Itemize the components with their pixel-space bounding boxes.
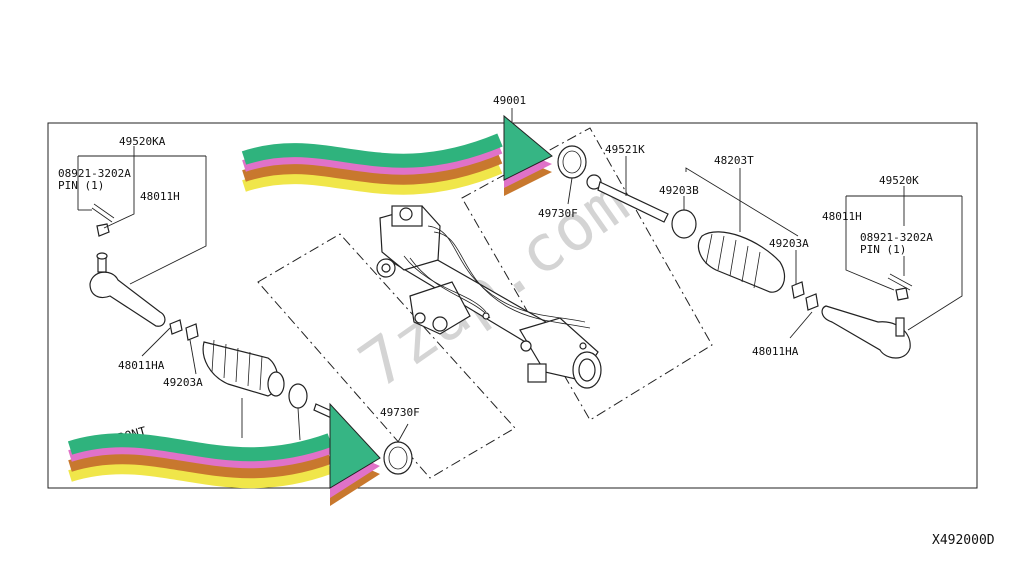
label-nut-upper-lh: 48011H (140, 190, 180, 203)
label-nut-upper-rh: 48011H (822, 210, 862, 223)
diagram-code: X492000D (932, 533, 995, 548)
label-tie-rod-end-rh: 49520K (879, 174, 919, 187)
band-left (185, 323, 199, 341)
label-inner-socket: 49521K (605, 143, 645, 156)
label-band-rh: 49203A (769, 237, 809, 250)
cotter-pin-right (887, 273, 913, 301)
label-cotter-pin-lh-part: 08921-3202A (58, 167, 131, 180)
nut-lower-left (169, 319, 183, 335)
label-tie-rod-end-lh: 49520KA (119, 135, 166, 148)
phantom-box-lower (257, 233, 516, 479)
tie-rod-end-left (89, 252, 166, 327)
label-band-lh: 49203A (163, 376, 203, 389)
steering-gear-assembly (376, 205, 602, 389)
label-cotter-pin-rh-qty: PIN (1) (860, 243, 906, 256)
label-boot-band-upper: 49730F (538, 207, 578, 220)
label-boot-band-lower: 49730F (380, 406, 420, 419)
band-left-ring (288, 383, 308, 409)
inner-socket (586, 174, 669, 223)
label-band-upper: 49203B (659, 184, 699, 197)
label-cotter-pin-lh-qty: PIN (1) (58, 179, 104, 192)
label-boot: 48203T (714, 154, 754, 167)
cotter-pin-left (91, 203, 115, 237)
striped-arrow-upper (241, 114, 553, 196)
boot-left (202, 339, 285, 397)
striped-arrow-lower (67, 402, 381, 506)
tie-rod-end-right (821, 305, 911, 359)
band-upper-ring (671, 209, 697, 239)
label-assembly: 49001 (493, 94, 526, 107)
boot-right (697, 231, 785, 293)
label-nut-lower-rh: 48011HA (752, 345, 799, 358)
label-cotter-pin-rh-part: 08921-3202A (860, 231, 933, 244)
band-right (791, 281, 805, 299)
label-nut-lower-lh: 48011HA (118, 359, 165, 372)
nut-lower-right (805, 293, 819, 311)
